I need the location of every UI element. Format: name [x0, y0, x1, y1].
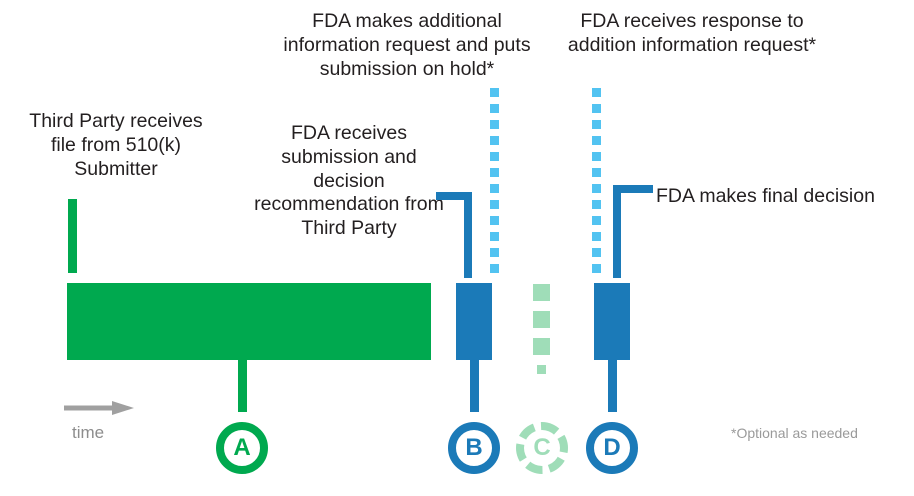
timeline-bar-fda-review-b	[456, 283, 492, 360]
marker-label-b: B	[465, 434, 483, 461]
marker-label-a: A	[233, 434, 251, 461]
right-arrow-icon	[64, 401, 134, 415]
timeline-bar-third-party-review	[67, 283, 431, 360]
marker-stem-d	[608, 360, 617, 412]
timeline-bar-hold-period	[533, 284, 550, 384]
marker-label-d: D	[603, 434, 621, 461]
time-axis-label: time	[72, 423, 105, 442]
label-third-party-receives-file: Third Party receives file from 510(k) Su…	[29, 110, 203, 180]
marker-circle-c[interactable]: C	[516, 422, 568, 474]
marker-circle-b[interactable]: B	[448, 422, 500, 474]
label-fda-receives-response: FDA receives response to addition inform…	[567, 10, 817, 56]
marker-circle-a[interactable]: A	[216, 422, 268, 474]
label-fda-final-decision: FDA makes final decision	[656, 185, 875, 207]
connector-stem-third-party	[68, 199, 77, 273]
connector-bracket-final-decision	[613, 185, 653, 278]
marker-stem-b	[470, 360, 479, 412]
dotted-guide-line-hold-start	[490, 88, 499, 280]
connector-bracket-fda-receives	[436, 192, 472, 278]
label-fda-information-request: FDA makes additional information request…	[283, 10, 531, 80]
dotted-guide-line-hold-end	[592, 88, 601, 280]
footnote-optional-as-needed: *Optional as needed	[731, 425, 858, 441]
marker-stem-a	[238, 360, 247, 412]
timeline-bar-fda-review-d	[594, 283, 630, 360]
marker-label-c: C	[533, 434, 551, 461]
marker-circle-d[interactable]: D	[586, 422, 638, 474]
label-fda-receives-submission: FDA receives submission and decision rec…	[254, 122, 444, 240]
